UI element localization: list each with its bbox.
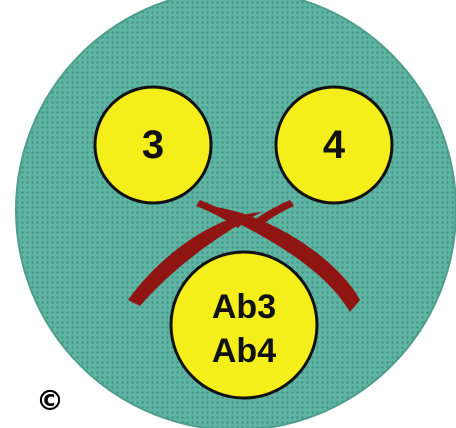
well-antigen-4-label: 4 (323, 123, 346, 167)
well-antibody-label-line1: Ab3 (212, 288, 276, 326)
copyright-symbol: © (36, 384, 64, 417)
well-antigen-4: 4 (276, 87, 392, 203)
well-antigen-3: 3 (95, 87, 211, 203)
well-antibody: Ab3 Ab4 (171, 252, 317, 398)
well-antibody-label-line2: Ab4 (212, 332, 276, 370)
well-antigen-3-label: 3 (142, 123, 164, 167)
